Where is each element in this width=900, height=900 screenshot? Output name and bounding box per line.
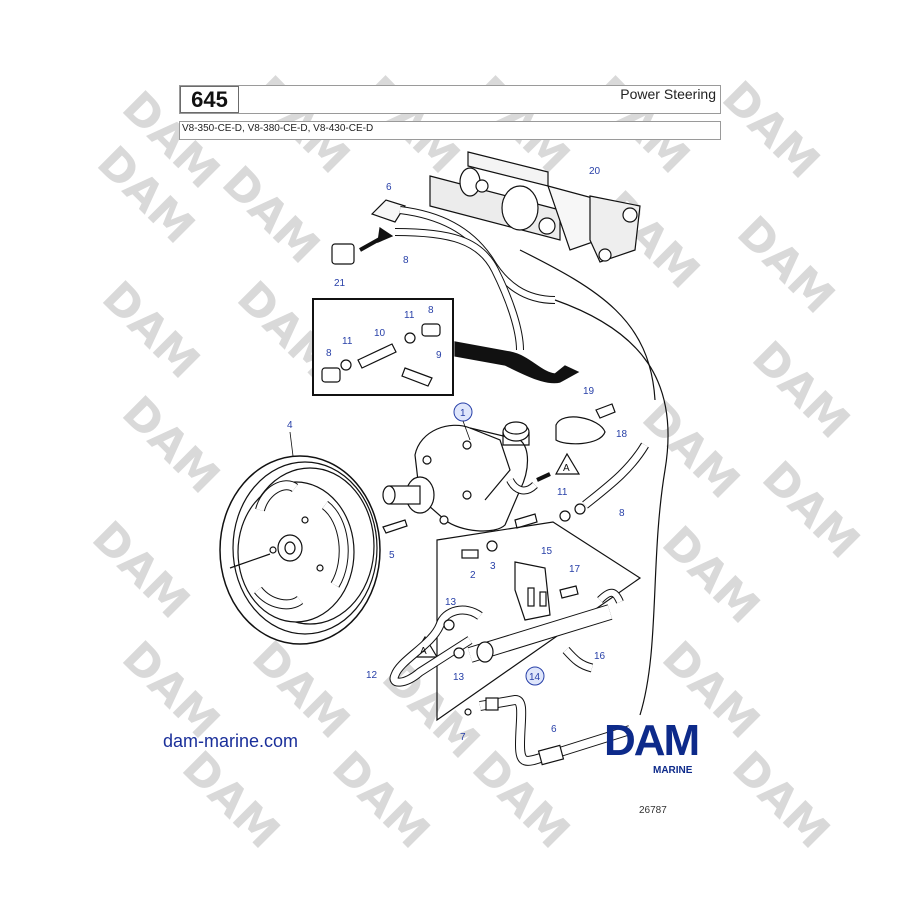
drawing-number: 26787 [639, 805, 667, 816]
callout-12: 12 [366, 670, 378, 681]
watermark: DAM [92, 272, 209, 389]
page-number: 645 [180, 86, 239, 113]
callout-10: 10 [374, 328, 386, 339]
watermark: DAM [652, 517, 769, 634]
ref-mark-a-label: A [563, 463, 570, 474]
watermark: DAM [172, 742, 289, 859]
power-steering-pump [382, 421, 551, 532]
callout-8-inset-left: 8 [326, 348, 332, 359]
title-frame [179, 85, 721, 114]
line-art [219, 151, 669, 766]
brand-logo: DAM [604, 716, 700, 765]
callout-15: 15 [541, 546, 553, 557]
brand-subtitle: MARINE [653, 765, 693, 776]
callout-13-top: 13 [445, 597, 457, 608]
clamp [555, 416, 606, 445]
callout-16: 16 [594, 651, 606, 662]
models-text: V8-350-CE-D, V8-380-CE-D, V8-430-CE-D [182, 123, 374, 134]
callout-21: 21 [334, 278, 346, 289]
callout-11-right: 11 [557, 487, 568, 498]
ref-mark-a-label: A [420, 646, 427, 657]
callout-5: 5 [389, 550, 395, 561]
watermark: DAM [82, 512, 199, 629]
ref-mark-a [554, 452, 581, 475]
callout-18: 18 [616, 429, 628, 440]
callout-7: 7 [460, 732, 466, 743]
callout-8-right: 8 [619, 508, 625, 519]
callout-11-inset-right: 11 [404, 310, 415, 321]
watermark: DAM [632, 392, 749, 509]
callout-2: 2 [470, 570, 476, 581]
watermark: DAM [112, 387, 229, 504]
callout-6-bottom: 6 [551, 724, 557, 735]
callout-14: 14 [529, 672, 541, 683]
callout-20: 20 [589, 166, 601, 177]
watermark: DAM [742, 332, 859, 449]
steering-cylinder [429, 151, 641, 263]
callout-17: 17 [569, 564, 581, 575]
callout-1: 1 [460, 408, 466, 419]
fitting [331, 243, 355, 265]
callout-11-inset-left: 11 [342, 336, 353, 347]
pulley [219, 455, 381, 645]
watermark: DAM [727, 207, 844, 324]
models-frame [179, 121, 721, 140]
bracket [370, 199, 406, 223]
callout-9: 9 [436, 350, 442, 361]
watermark: DAM [212, 157, 329, 274]
website-link[interactable]: dam-marine.com [163, 731, 299, 751]
callout-8-inset-right: 8 [428, 305, 434, 316]
watermark: DAM [752, 452, 869, 569]
callout-13-bottom: 13 [453, 672, 465, 683]
callout-8-top: 8 [403, 255, 409, 266]
watermark: DAM [712, 72, 829, 189]
page-title: Power Steering [620, 86, 716, 102]
watermark: DAM [322, 742, 439, 859]
callout-layer: 1 2 3 4 5 6 6 7 8 8 8 8 9 10 11 11 11 12… [287, 166, 628, 743]
callout-3: 3 [490, 561, 496, 572]
callout-6-top: 6 [386, 182, 392, 193]
callout-4: 4 [287, 420, 293, 431]
watermark: DAM [722, 742, 839, 859]
callout-19: 19 [583, 386, 595, 397]
